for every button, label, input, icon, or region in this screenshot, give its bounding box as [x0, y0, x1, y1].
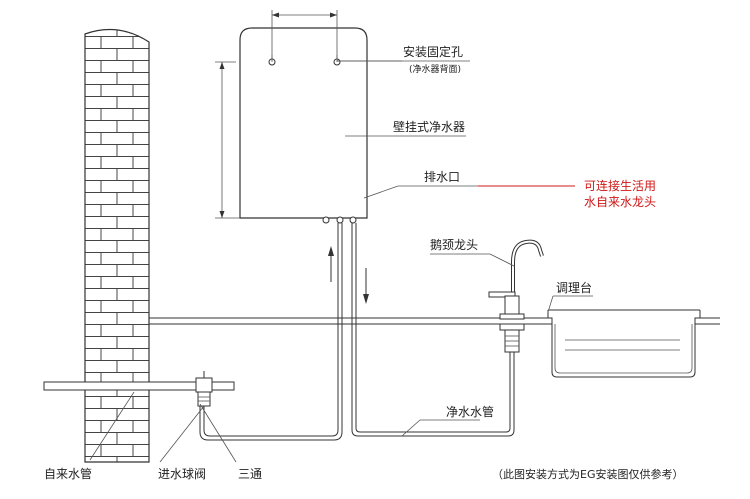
label-drain-outlet: 排水口 — [424, 170, 460, 184]
sink-basin — [547, 309, 701, 378]
gooseneck-faucet — [488, 239, 544, 353]
label-counter: 调理台 — [556, 280, 592, 295]
label-drain-note-1: 可连接生活用 — [584, 178, 656, 193]
label-mount-holes: 安装固定孔 — [403, 44, 463, 59]
label-tee: 三通 — [238, 467, 262, 481]
label-purifier: 壁挂式净水器 — [393, 119, 465, 134]
label-inlet-valve: 进水球阀 — [158, 467, 206, 481]
label-drain-note-2: 水自来水龙头 — [584, 195, 656, 209]
inlet-ball-valve — [195, 371, 213, 407]
leader-lines — [89, 60, 593, 463]
brick-wall — [84, 28, 150, 463]
label-faucet: 鹅颈龙头 — [430, 238, 478, 252]
mount-hole-right — [333, 55, 341, 66]
footnote: （此图安装方式为EG安装图仅供参考） — [492, 467, 683, 481]
flow-down-arrow — [363, 268, 369, 304]
wall-mounted-purifier — [215, 10, 368, 224]
flow-up-arrow — [328, 246, 334, 282]
mount-hole-left — [268, 55, 276, 66]
label-pure-pipe: 净水水管 — [446, 404, 494, 419]
label-mount-holes-note: (净水器背面) — [409, 63, 461, 75]
purifier-pipes — [199, 223, 515, 441]
label-tap-pipe: 自来水管 — [44, 466, 92, 481]
supply-ledge — [43, 381, 235, 391]
